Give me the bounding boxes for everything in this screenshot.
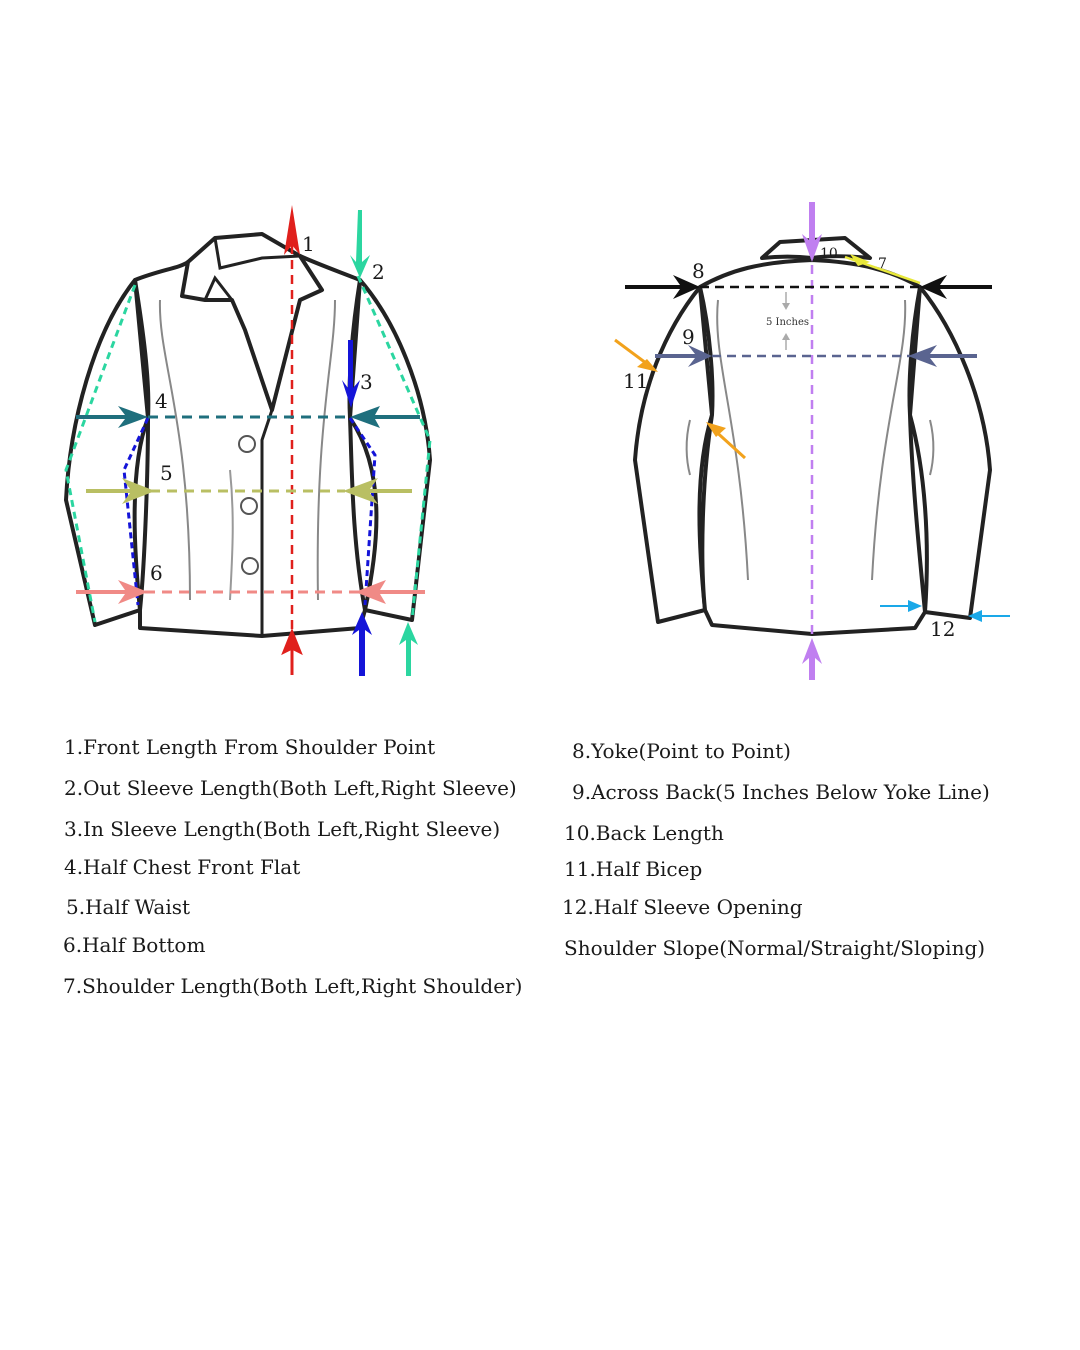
legend-item-half-chest: 4.Half Chest Front Flat bbox=[64, 855, 301, 879]
label-7: 7 bbox=[878, 256, 887, 272]
legend-item-half-bottom: 6.Half Bottom bbox=[63, 933, 206, 957]
label-2: 2 bbox=[372, 260, 385, 284]
legend-item-shoulder-length: 7.Shoulder Length(Both Left,Right Should… bbox=[63, 974, 523, 998]
bicep-arrow-upper bbox=[637, 359, 658, 372]
label-9: 9 bbox=[682, 325, 695, 349]
front-jacket bbox=[64, 232, 432, 638]
label-8: 8 bbox=[692, 259, 705, 283]
yoke-arrow-left bbox=[625, 275, 700, 299]
front-collar bbox=[180, 232, 324, 412]
front-left-sleeve bbox=[64, 278, 150, 627]
legend-item-half-bicep: 11.Half Bicep bbox=[564, 857, 703, 881]
yoke-arrow-right bbox=[920, 275, 992, 299]
button-bottom bbox=[241, 557, 259, 575]
sleeve-opening-arrow-right bbox=[968, 610, 982, 622]
label-12: 12 bbox=[930, 617, 955, 641]
yoke-offset-note: 5 Inches bbox=[766, 317, 809, 328]
legend-item-out-sleeve: 2.Out Sleeve Length(Both Left,Right Slee… bbox=[64, 776, 517, 800]
front-measurements: 1 2 3 4 5 6 bbox=[64, 205, 432, 676]
front-length-arrow-top bbox=[284, 205, 300, 255]
label-6: 6 bbox=[150, 561, 163, 585]
measurement-diagram: 1 2 3 4 5 6 bbox=[64, 202, 1010, 680]
front-right-sleeve bbox=[348, 278, 432, 622]
back-right-sleeve bbox=[908, 285, 992, 620]
waist-arrow-right bbox=[343, 478, 412, 504]
chest-arrow-left bbox=[76, 406, 148, 428]
label-10: 10 bbox=[820, 246, 838, 262]
legend-item-in-sleeve: 3.In Sleeve Length(Both Left,Right Sleev… bbox=[64, 817, 501, 841]
waist-arrow-left bbox=[86, 478, 155, 504]
sleeve-opening-arrow-left bbox=[908, 600, 922, 612]
front-length-arrow-bottom bbox=[281, 627, 303, 675]
bicep-arrow-lower bbox=[706, 422, 726, 437]
back-left-sleeve bbox=[633, 285, 714, 624]
out-sleeve-arrow-top bbox=[350, 210, 370, 278]
button-middle bbox=[240, 497, 258, 515]
label-11: 11 bbox=[623, 369, 648, 393]
across-back-arrow-right bbox=[908, 345, 977, 367]
back-measurements: 10 7 8 5 Inches 9 11 12 bbox=[614, 202, 1010, 680]
across-back-arrow-left bbox=[655, 345, 712, 367]
legend-item-front-length: 1.Front Length From Shoulder Point bbox=[64, 735, 436, 759]
chest-arrow-right bbox=[350, 406, 420, 428]
label-1: 1 bbox=[302, 232, 315, 256]
label-3: 3 bbox=[360, 370, 373, 394]
in-sleeve-arrow-bottom bbox=[352, 612, 372, 676]
legend-item-sleeve-opening: 12.Half Sleeve Opening bbox=[562, 895, 803, 919]
button-top bbox=[238, 435, 256, 453]
bottom-arrow-right bbox=[355, 580, 425, 604]
bottom-arrow-left bbox=[76, 580, 148, 604]
label-4: 4 bbox=[155, 389, 168, 413]
legend-item-half-waist: 5.Half Waist bbox=[66, 895, 191, 919]
in-sleeve-arrow-top bbox=[342, 340, 360, 408]
legend-item-shoulder-slope: Shoulder Slope(Normal/Straight/Sloping) bbox=[564, 936, 986, 960]
back-length-arrow-bottom bbox=[802, 638, 822, 680]
legend-item-yoke: 8.Yoke(Point to Point) bbox=[572, 739, 791, 763]
back-length-arrow-top bbox=[802, 202, 822, 262]
legend-item-across-back: 9.Across Back(5 Inches Below Yoke Line) bbox=[572, 780, 990, 804]
out-sleeve-arrow-bottom bbox=[399, 622, 418, 676]
label-5: 5 bbox=[160, 461, 173, 485]
legend-item-back-length: 10.Back Length bbox=[564, 821, 724, 845]
